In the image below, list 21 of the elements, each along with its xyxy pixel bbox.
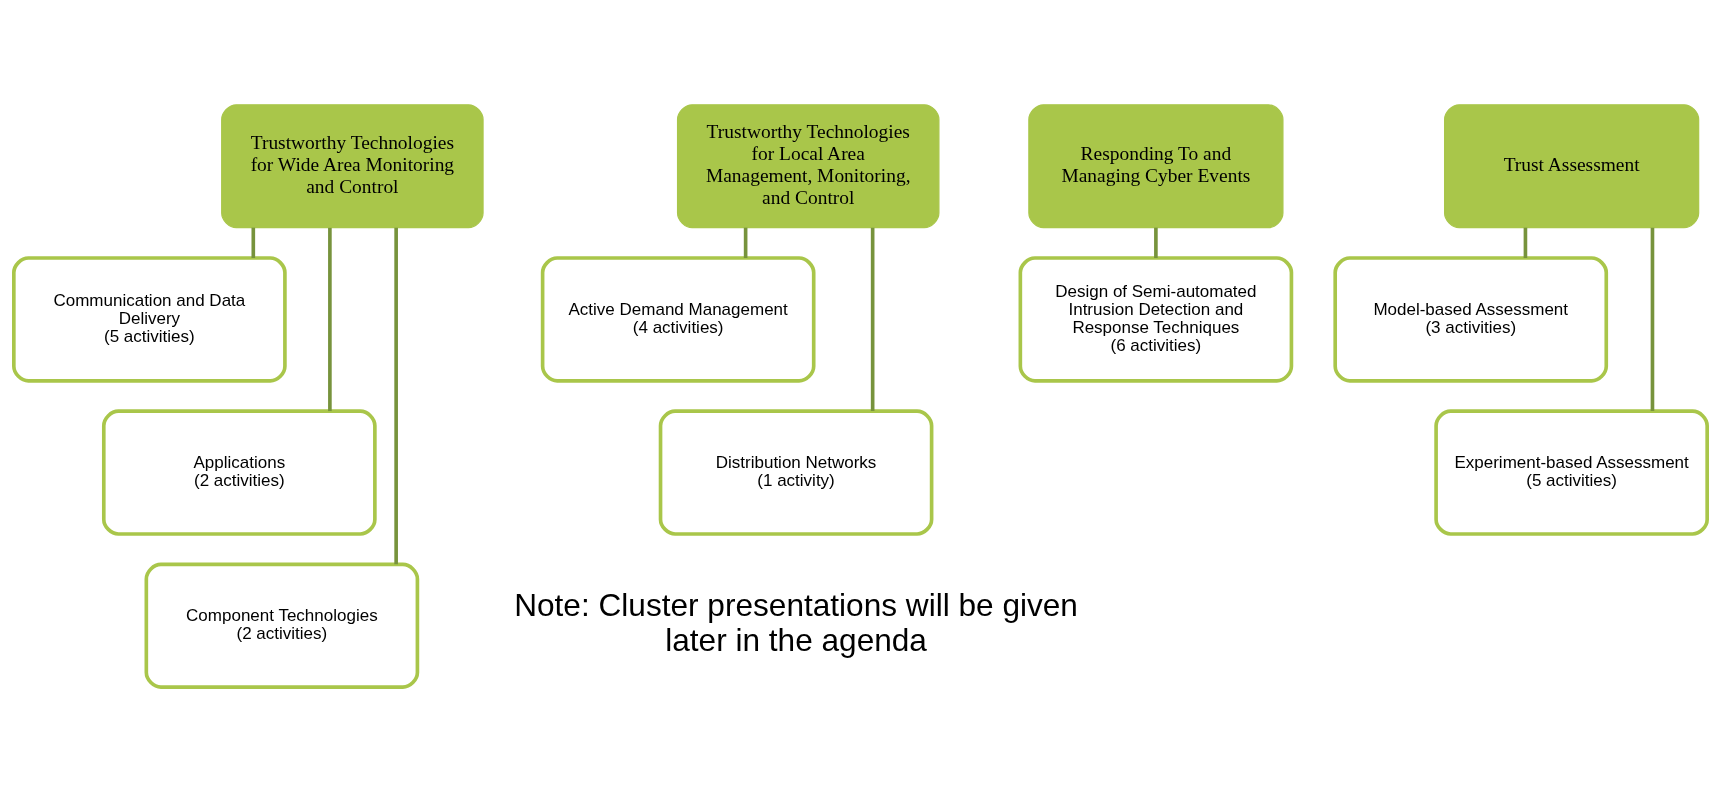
node-box: Applications (2 activities) bbox=[101, 409, 377, 536]
connector bbox=[743, 227, 748, 258]
node-box: Active Demand Management (4 activities) bbox=[540, 256, 816, 383]
connector bbox=[1523, 227, 1528, 258]
connector bbox=[394, 227, 398, 565]
connector bbox=[328, 227, 332, 412]
node-box: Communication and Data Delivery (5 activities) bbox=[12, 256, 287, 383]
label: Note: Cluster presentations will be given later in the agenda bbox=[514, 586, 1078, 659]
node-box: Responding To and Managing Cyber Events bbox=[1028, 104, 1284, 229]
node-box: Trust Assessment bbox=[1444, 104, 1700, 229]
connector bbox=[1650, 227, 1655, 412]
node-box: Design of Semi-automated Intrusion Detection and Response Techniques (6 activities) bbox=[1018, 256, 1294, 383]
node-box: Trustworthy Technologies for Wide Area Monitoring and Control bbox=[221, 104, 484, 229]
node-box: Model-based Assessment (3 activities) bbox=[1333, 256, 1609, 383]
node-box: Trustworthy Technologies for Local Area Management, Monitoring, and Control bbox=[676, 104, 940, 229]
node-box: Distribution Networks (1 activity) bbox=[658, 409, 934, 536]
node-box: Component Technologies (2 activities) bbox=[144, 562, 420, 689]
connector bbox=[251, 227, 256, 258]
connector bbox=[1154, 227, 1158, 258]
connector bbox=[870, 227, 875, 412]
node-box: Experiment-based Assessment (5 activities) bbox=[1434, 409, 1709, 536]
